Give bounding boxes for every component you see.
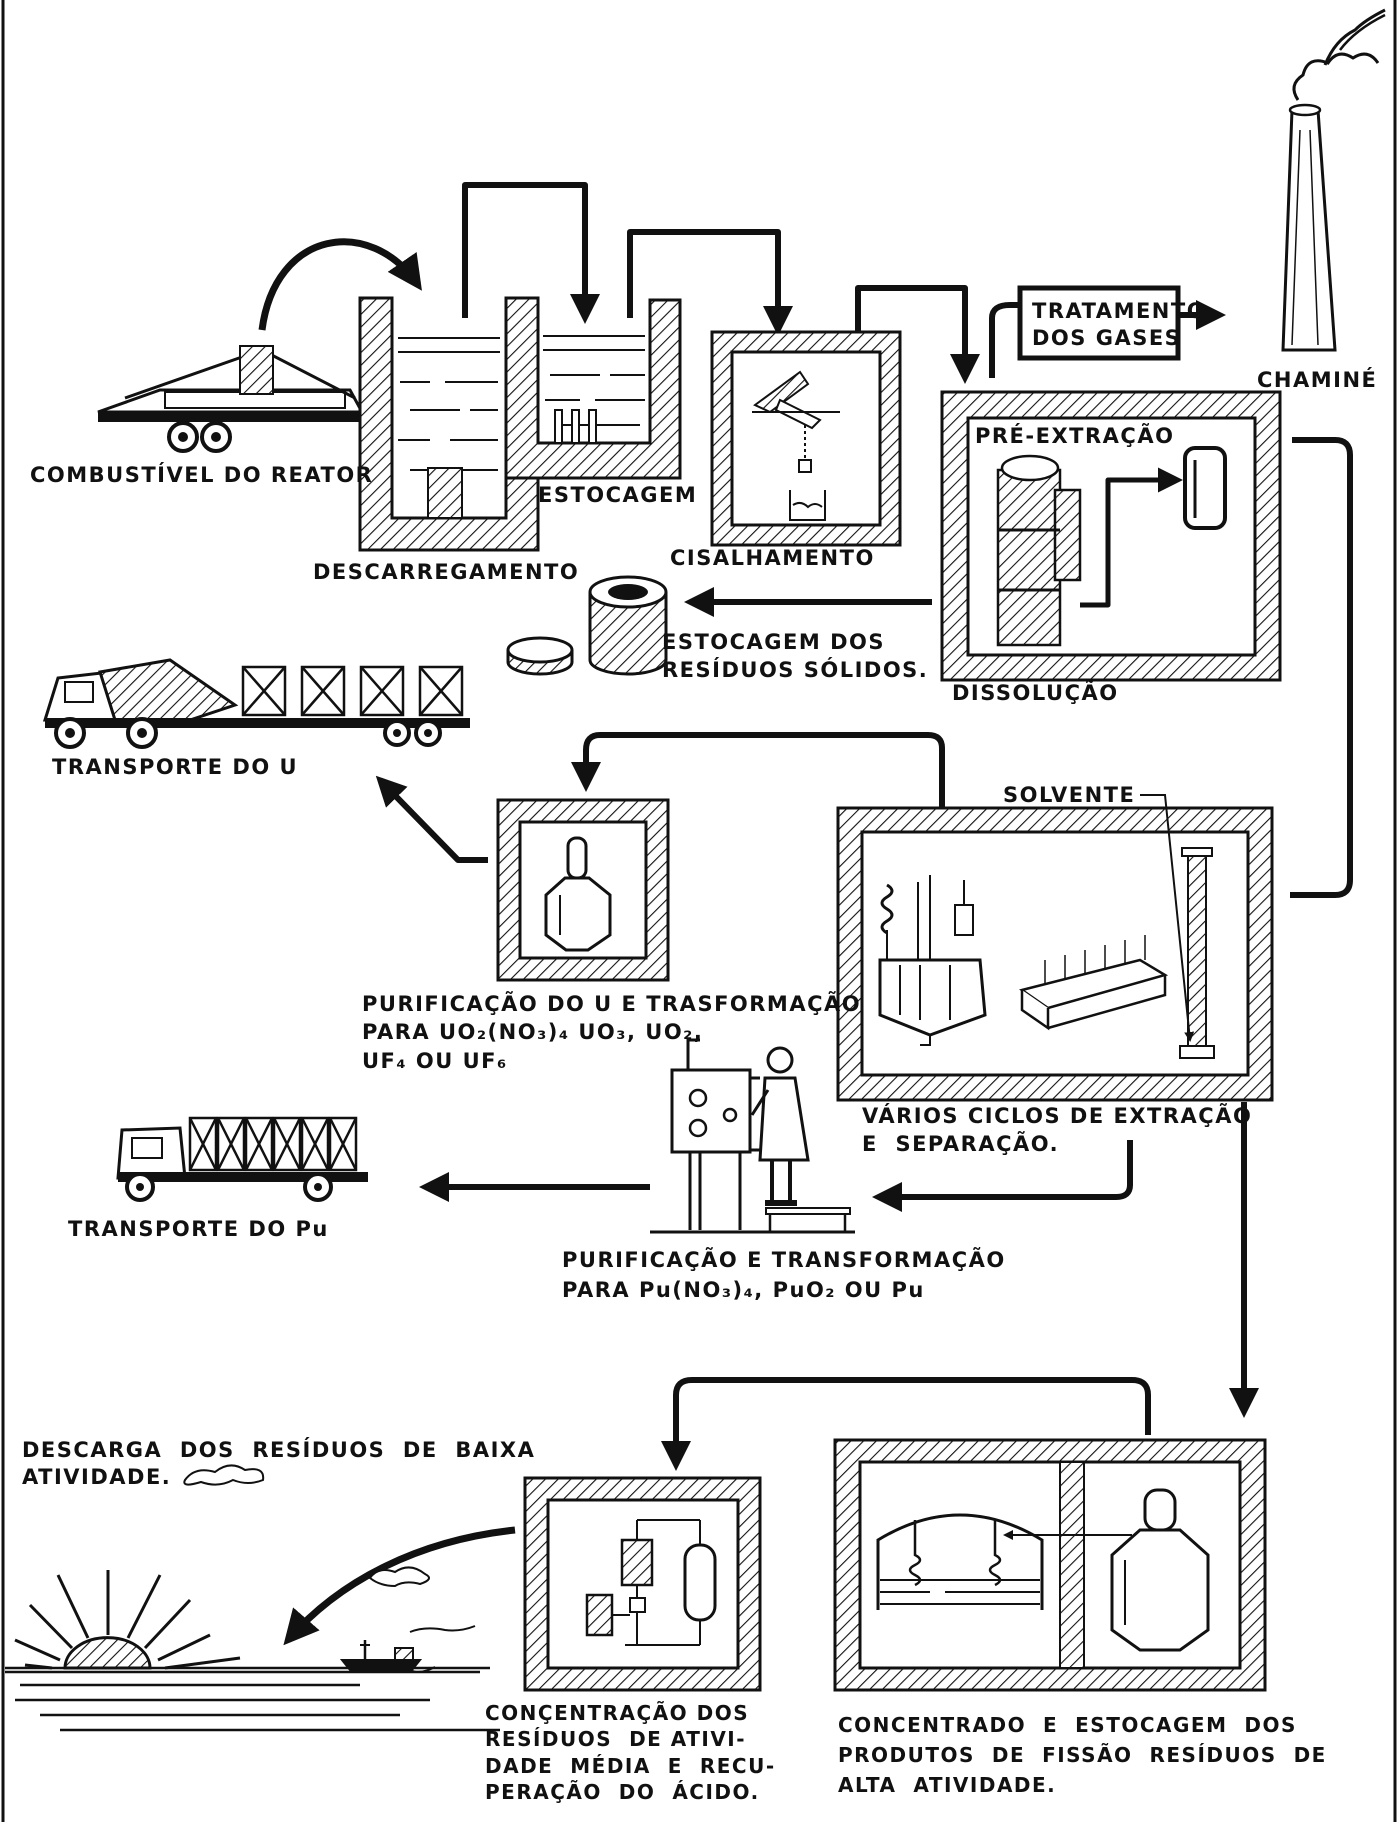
sun-icon (65, 1638, 150, 1668)
high-activity-cell (835, 1440, 1265, 1690)
worker-icon (752, 1048, 850, 1232)
storage-tank-icon (878, 1515, 1042, 1610)
arrow-dissolver-to-pre-extraction (1080, 480, 1178, 605)
label-extraction-cycles: VÁRIOS CICLOS DE EXTRAÇÃO E SEPARAÇÃO. (862, 1102, 1252, 1159)
ship-icon (342, 1626, 475, 1672)
dissolver-icon (998, 456, 1080, 645)
sea-scene (5, 1465, 500, 1730)
label-solid-waste-storage: ESTOCAGEM DOS RESÍDUOS SÓLIDOS. (662, 628, 928, 685)
fuel-trailer-icon (98, 346, 362, 451)
label-u-purification: PURIFICAÇÃO DO U E TRASFORMAÇÃO PARA UO₂… (362, 990, 861, 1075)
unloading-pool (360, 298, 680, 550)
u-truck-icon (45, 660, 470, 747)
label-storage: ESTOCAGEM (538, 480, 697, 510)
label-u-transport: TRANSPORTE DO U (52, 752, 298, 782)
u-vessel-icon (546, 838, 610, 950)
label-low-activity-discharge: DESCARGA DOS RESÍDUOS DE BAIXA ATIVIDADE… (22, 1437, 535, 1492)
label-reactor-fuel: COMBUSTÍVEL DO REATOR (30, 460, 373, 490)
solid-waste-icon (508, 577, 666, 674)
label-pre-extraction: PRÉ-EXTRAÇÃO (975, 421, 1174, 451)
pu-truck-icon (118, 1118, 368, 1200)
label-pu-purification: PURIFICAÇÃO E TRANSFORMAÇÃO PARA Pu(NO₃)… (562, 1245, 1006, 1306)
arrow-medium-to-discharge (288, 1530, 515, 1640)
mixer-settler-icon (1022, 935, 1165, 1028)
evaporator-icon (587, 1520, 715, 1645)
arrow-dissolution-to-extraction (1290, 440, 1350, 895)
pre-extraction-vessel-icon (1185, 448, 1225, 528)
label-solvent: SOLVENTE (1003, 780, 1135, 810)
high-activity-vessel-icon (1112, 1490, 1208, 1650)
extraction-column-icon (880, 875, 985, 1045)
arrow-dissolution-to-gas-treatment (992, 305, 1020, 378)
solvent-column-icon (1180, 848, 1214, 1058)
label-pu-transport: TRANSPORTE DO Pu (68, 1214, 329, 1244)
arrow-fuel-to-unloading (262, 242, 418, 330)
arrow-u-purification-to-transport (380, 780, 488, 860)
label-shearing: CISALHAMENTO (670, 543, 875, 573)
extraction-cell (838, 795, 1272, 1100)
label-high-activity: CONCENTRADO E ESTOCAGEM DOS PRODUTOS DE … (838, 1710, 1327, 1800)
u-purification-cell (498, 800, 668, 980)
medium-activity-cell (525, 1478, 760, 1690)
label-unloading: DESCARREGAMENTO (313, 557, 579, 587)
chimney-icon (1283, 10, 1385, 350)
label-medium-activity: CONÇENTRAÇÃO DOS RESÍDUOS DE ATIVI- DADE… (485, 1700, 776, 1806)
label-gas-treatment: TRATAMENTO DOS GASES (1032, 298, 1206, 353)
label-dissolution: DISSOLUÇÃO (952, 678, 1119, 708)
label-chimney: CHAMINÉ (1257, 365, 1377, 395)
shearing-cell (712, 332, 900, 545)
